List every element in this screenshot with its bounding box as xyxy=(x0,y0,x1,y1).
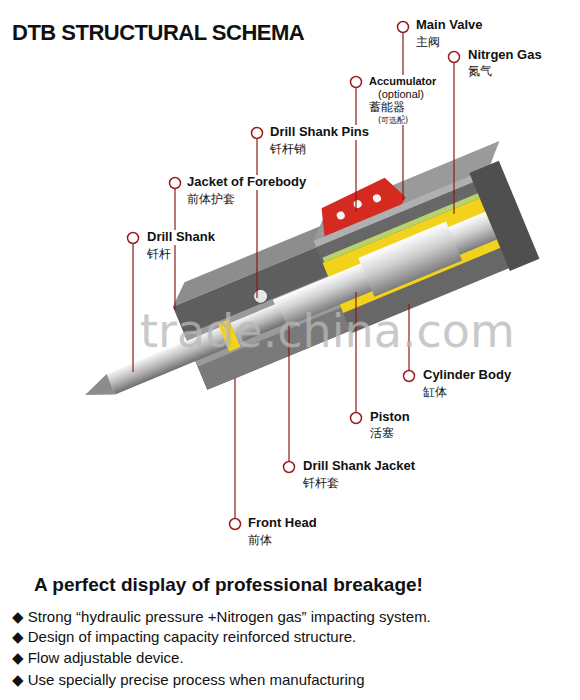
callout-label: 前体护套 xyxy=(185,193,237,207)
leader-line xyxy=(174,189,175,310)
leader-line xyxy=(355,88,356,212)
callout-label: 前体 xyxy=(246,534,274,548)
valve-port xyxy=(336,210,346,220)
piston-collar xyxy=(358,222,462,297)
callout-label: (optional) xyxy=(376,88,426,101)
callout-label: Drill Shank Jacket xyxy=(301,459,417,474)
callout-marker xyxy=(170,178,181,189)
watermark: trade.china.com xyxy=(140,305,515,358)
leader-line xyxy=(132,244,133,372)
callout-label: 钎杆销 xyxy=(268,143,308,157)
diagram-caption: A perfect display of professional breaka… xyxy=(34,574,423,596)
callout-label: 钎杆 xyxy=(145,248,173,262)
feature-bullet: ◆ Strong “hydraulic pressure +Nitrogen g… xyxy=(12,608,431,625)
callout-label: 氮气 xyxy=(466,65,494,79)
callout-label: Jacket of Forebody xyxy=(185,175,308,190)
main-valve xyxy=(313,173,408,236)
callout-label: 蓄能器 xyxy=(367,101,407,115)
shank-pin xyxy=(251,287,269,305)
callout-label: (可选配) xyxy=(376,116,410,125)
feature-bullet: ◆ Flow adjustable device. xyxy=(12,649,184,666)
callout-label: Main Valve xyxy=(414,18,484,33)
callout-marker xyxy=(404,371,415,382)
callout-label: Cylinder Body xyxy=(421,368,513,383)
callout-label: 钎杆套 xyxy=(301,477,341,491)
callout-label: Piston xyxy=(368,410,412,425)
leader-line xyxy=(256,139,257,298)
feature-bullet: ◆ Design of impacting capacity reinforce… xyxy=(12,628,356,645)
callout-label: Nitrgen Gas xyxy=(466,48,544,63)
shank-tip xyxy=(81,374,115,405)
callout-label: Drill Shank xyxy=(145,230,217,245)
callout-label: 活塞 xyxy=(368,427,396,441)
callout-marker xyxy=(284,462,295,473)
callout-marker xyxy=(449,52,460,63)
callout-markers xyxy=(128,22,460,530)
callout-marker xyxy=(398,22,409,33)
leader-lines xyxy=(133,33,454,518)
callout-marker xyxy=(351,413,362,424)
callout-label: Front Head xyxy=(246,516,319,531)
valve-port xyxy=(352,199,362,209)
leader-line xyxy=(453,63,454,214)
callout-marker xyxy=(230,519,241,530)
callout-label: Drill Shank Pins xyxy=(268,125,371,140)
diagram-title: DTB STRUCTURAL SCHEMA xyxy=(12,20,304,45)
callout-marker xyxy=(351,77,362,88)
callout-label: Accumulator xyxy=(367,75,438,88)
leader-line xyxy=(234,378,235,518)
breaker-body xyxy=(52,132,547,439)
callout-marker xyxy=(252,128,263,139)
callout-label: 缸体 xyxy=(421,386,449,400)
valve-port xyxy=(372,193,382,203)
feature-bullet: ◆ Use specially precise process when man… xyxy=(12,671,365,688)
callout-label: 主阀 xyxy=(414,36,442,50)
callout-marker xyxy=(128,233,139,244)
